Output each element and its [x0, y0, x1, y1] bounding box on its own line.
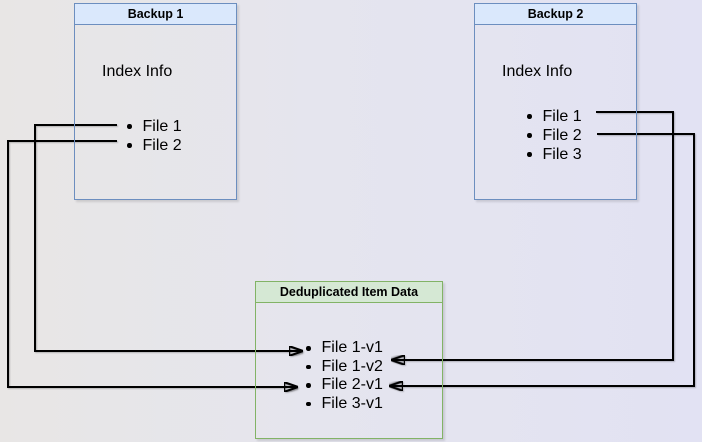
- file-label: File 1: [542, 107, 582, 125]
- backup1-index-info-label: Index Info: [102, 63, 173, 80]
- list-item: File 2-v1: [306, 376, 383, 395]
- bullet-icon: [527, 152, 532, 157]
- bullet-icon: [306, 383, 311, 388]
- file-label: File 1: [142, 117, 182, 135]
- dedup-item-list: File 1-v1 File 1-v2 File 2-v1 File 3-v1: [306, 339, 383, 413]
- list-item: File 1: [127, 117, 182, 136]
- backup1-box: Backup 1 Index Info File 1 File 2: [74, 3, 237, 200]
- file-label: File 3: [542, 145, 582, 163]
- bullet-icon: [306, 401, 311, 406]
- bullet-icon: [127, 143, 132, 148]
- backup2-file-list: File 1 File 2 File 3: [527, 107, 582, 164]
- backup1-title: Backup 1: [75, 4, 236, 25]
- list-item: File 1: [527, 107, 582, 126]
- dedup-title: Deduplicated Item Data: [256, 282, 442, 303]
- bullet-icon: [306, 364, 311, 369]
- bullet-icon: [527, 133, 532, 138]
- file-label: File 2: [542, 126, 582, 144]
- bullet-icon: [306, 346, 311, 351]
- file-label: File 2: [142, 136, 182, 154]
- backup1-file-list: File 1 File 2: [127, 117, 182, 155]
- list-item: File 1-v1: [306, 339, 383, 358]
- backup2-index-info-label: Index Info: [502, 63, 573, 80]
- deduplicated-item-data-box: Deduplicated Item Data File 1-v1 File 1-…: [255, 281, 443, 439]
- item-label: File 2-v1: [321, 376, 383, 394]
- list-item: File 2: [127, 136, 182, 155]
- list-item: File 1-v2: [306, 358, 383, 377]
- list-item: File 3-v1: [306, 395, 383, 414]
- item-label: File 1-v2: [321, 357, 383, 375]
- list-item: File 2: [527, 126, 582, 145]
- backup2-title: Backup 2: [475, 4, 636, 25]
- item-label: File 1-v1: [321, 339, 383, 357]
- backup2-box: Backup 2 Index Info File 1 File 2 File 3: [474, 3, 637, 200]
- bullet-icon: [527, 114, 532, 119]
- item-label: File 3-v1: [321, 394, 383, 412]
- list-item: File 3: [527, 145, 582, 164]
- bullet-icon: [127, 124, 132, 129]
